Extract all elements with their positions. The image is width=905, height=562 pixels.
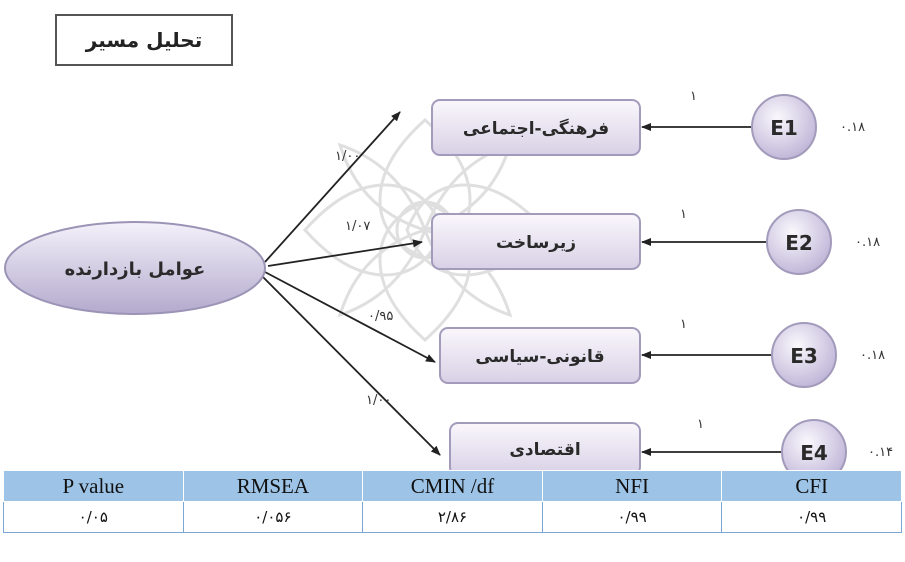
path-lines xyxy=(261,111,441,456)
source-node-oval xyxy=(4,221,266,315)
error-variance-4: ۰.۱۴ xyxy=(868,445,893,460)
target-box-2 xyxy=(431,213,641,270)
path-coefficient-4: ۱/۰۰ xyxy=(366,393,391,408)
value-p-value: ۰/۰۵ xyxy=(3,501,184,533)
error-loading-2: ۱ xyxy=(680,207,687,222)
value-nfi: ۰/۹۹ xyxy=(541,501,723,533)
header-p-value: P value xyxy=(3,470,184,502)
header-cfi: CFI xyxy=(721,470,902,502)
source-node-label: عوامل بازدارنده xyxy=(65,259,206,280)
target-label-1: فرهنگی-اجتماعی xyxy=(463,118,609,139)
value-cfi: ۰/۹۹ xyxy=(721,501,902,533)
path-coefficient-2: ۱/۰۷ xyxy=(345,219,370,234)
path-analysis-diagram: عوامل بازدارنده فرهنگی-اجتماعی زیرساخت ق… xyxy=(4,89,893,470)
error-label-3: E3 xyxy=(790,344,818,368)
target-label-4: اقتصادی xyxy=(509,440,580,460)
error-loading-4: ۱ xyxy=(697,417,704,432)
target-box-4 xyxy=(449,422,641,470)
error-loading-1: ۱ xyxy=(690,89,697,104)
error-label-4: E4 xyxy=(800,441,828,465)
error-label-2: E2 xyxy=(785,231,813,255)
path-coefficient-1: ۱/۰۰ xyxy=(335,149,360,164)
table-header-row: P value RMSEA CMIN /df NFI CFI xyxy=(3,470,902,502)
target-label-2: زیرساخت xyxy=(496,233,576,253)
fit-indices-table-wrap: P value RMSEA CMIN /df NFI CFI ۰/۰۵ ۰/۰۵… xyxy=(3,470,902,533)
target-label-3: قانونی-سیاسی xyxy=(475,347,604,367)
path-coefficient-3: ۰/۹۵ xyxy=(368,309,393,324)
header-rmsea: RMSEA xyxy=(182,470,364,502)
error-loading-3: ۱ xyxy=(680,317,687,332)
path-line-1 xyxy=(264,111,401,263)
value-rmsea: ۰/۰۵۶ xyxy=(182,501,364,533)
error-circle-3 xyxy=(771,322,837,388)
header-nfi: NFI xyxy=(541,470,723,502)
error-circle-4 xyxy=(781,419,847,470)
target-box-1 xyxy=(431,99,641,156)
error-label-1: E1 xyxy=(770,116,798,140)
path-line-3 xyxy=(264,271,436,363)
diagram-title: تحلیل مسیر xyxy=(55,14,233,66)
table-row: ۰/۰۵ ۰/۰۵۶ ۲/۸۶ ۰/۹۹ ۰/۹۹ xyxy=(3,501,902,533)
error-circle-2 xyxy=(766,209,832,275)
fit-indices-table: P value RMSEA CMIN /df NFI CFI ۰/۰۵ ۰/۰۵… xyxy=(3,470,902,533)
path-line-2 xyxy=(267,239,423,267)
target-box-3 xyxy=(439,327,641,384)
watermark-logo xyxy=(302,117,548,343)
error-variance-3: ۰.۱۸ xyxy=(860,348,885,363)
path-line-4 xyxy=(261,275,441,456)
error-circle-1 xyxy=(751,94,817,160)
header-cmin-df: CMIN /df xyxy=(362,470,543,502)
value-cmin-df: ۲/۸۶ xyxy=(362,501,543,533)
error-arrows xyxy=(641,123,782,456)
error-variance-1: ۰.۱۸ xyxy=(840,120,865,135)
error-variance-2: ۰.۱۸ xyxy=(855,235,880,250)
